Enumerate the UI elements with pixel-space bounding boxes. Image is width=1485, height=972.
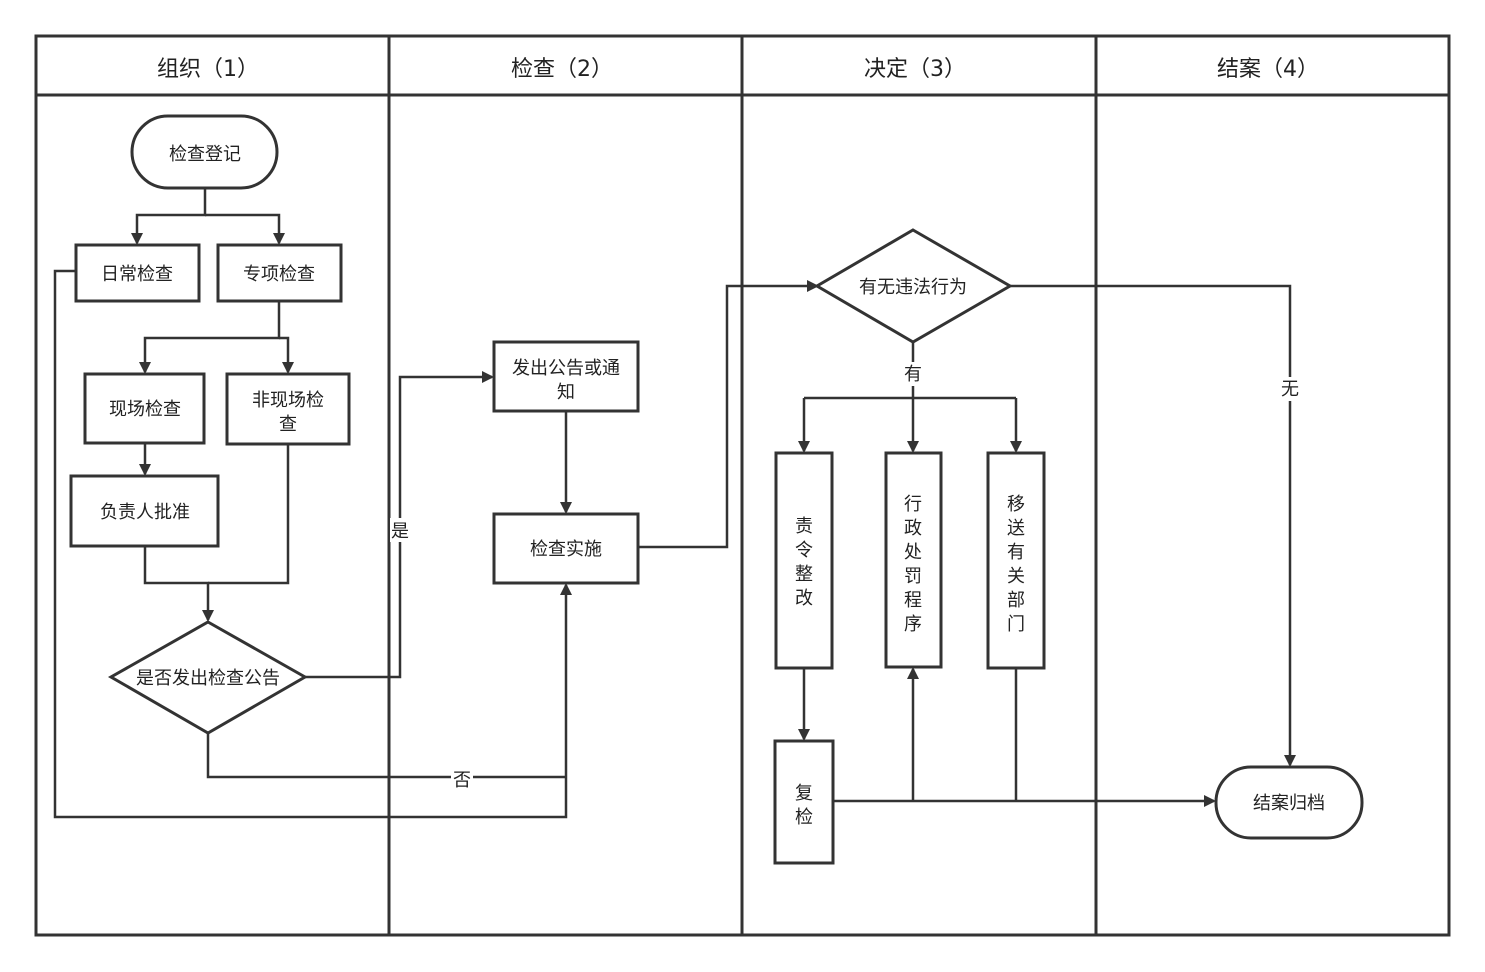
edge-special-offsite: [279, 336, 294, 374]
node-daily-label: 日常检查: [101, 264, 173, 285]
edge-approve-merge: [143, 547, 214, 622]
svg-text:有: 有: [1007, 542, 1025, 563]
node-implement: [492, 512, 640, 585]
svg-text:复: 复: [795, 783, 813, 804]
node-notice-label-1: 发出公告或通: [512, 358, 620, 379]
node-violation-decision: [814, 228, 1014, 344]
node-offsite-label-2: 查: [279, 414, 297, 435]
node-penalty-label: 行 政 处 罚 程 序: [904, 494, 922, 635]
edge-no-implement: [206, 733, 566, 779]
node-offsite: [225, 372, 351, 446]
svg-text:改: 改: [795, 588, 813, 609]
node-onsite-label: 现场检查: [109, 399, 181, 420]
node-archive-label: 结案归档: [1253, 793, 1325, 814]
svg-text:检: 检: [795, 807, 813, 828]
node-implement-label: 检查实施: [530, 539, 602, 560]
svg-text:处: 处: [904, 542, 922, 563]
edge-no-archive: [1010, 284, 1296, 767]
node-rectify-label: 责 令 整 改: [795, 516, 813, 609]
node-announce-decision-label: 是否发出检查公告: [136, 668, 280, 689]
lane-title-decide: 决定（3）: [864, 57, 966, 82]
node-offsite-label-1: 非现场检: [252, 390, 324, 411]
edge-has-rectify: [804, 396, 1016, 451]
edge-special-split: [139, 302, 281, 374]
svg-text:移: 移: [1007, 494, 1025, 515]
node-recheck-label: 复 检: [795, 783, 813, 828]
svg-text:行: 行: [904, 494, 922, 515]
node-register-label: 检查登记: [169, 144, 241, 165]
svg-text:令: 令: [795, 540, 813, 561]
node-register: [130, 114, 279, 190]
svg-text:部: 部: [1007, 590, 1025, 611]
svg-text:责: 责: [795, 516, 813, 537]
node-notice: [492, 340, 640, 413]
node-recheck: [773, 739, 835, 865]
node-rectify: [774, 451, 834, 670]
node-daily: [74, 243, 201, 303]
edge-implement-violation: [638, 280, 819, 549]
node-announce-decision: [107, 620, 309, 735]
node-approve: [69, 474, 220, 548]
edge-offsite-merge: [208, 444, 290, 585]
svg-text:程: 程: [904, 590, 922, 611]
svg-text:政: 政: [904, 518, 922, 539]
lane-title-close: 结案（4）: [1217, 57, 1319, 82]
node-penalty: [884, 451, 943, 669]
svg-text:序: 序: [904, 614, 922, 635]
node-archive: [1214, 765, 1364, 840]
node-notice-label-2: 知: [557, 382, 575, 403]
svg-text:门: 门: [1007, 614, 1025, 635]
svg-text:关: 关: [1007, 566, 1025, 587]
node-onsite: [83, 372, 206, 445]
svg-text:罚: 罚: [904, 566, 922, 587]
node-special: [216, 243, 343, 303]
edge-daily-implement: [53, 269, 572, 819]
node-transfer: [986, 451, 1046, 670]
svg-text:整: 整: [795, 564, 813, 585]
edge-register-special: [205, 213, 285, 245]
edge-register-split: [131, 188, 207, 245]
lane-title-inspect: 检查（2）: [511, 57, 613, 82]
edge-label-has: 有: [904, 364, 922, 385]
edge-label-no: 否: [453, 770, 471, 791]
node-special-label: 专项检查: [243, 264, 315, 285]
node-approve-label: 负责人批准: [100, 502, 190, 523]
node-transfer-label: 移 送 有 关 部 门: [1007, 494, 1025, 635]
swimlane-frame: [34, 34, 1451, 937]
edge-label-none: 无: [1281, 379, 1299, 400]
svg-text:送: 送: [1007, 518, 1025, 539]
node-violation-decision-label: 有无违法行为: [859, 277, 967, 298]
edge-label-yes: 是: [391, 521, 409, 542]
lane-title-organize: 组织（1）: [157, 57, 259, 82]
